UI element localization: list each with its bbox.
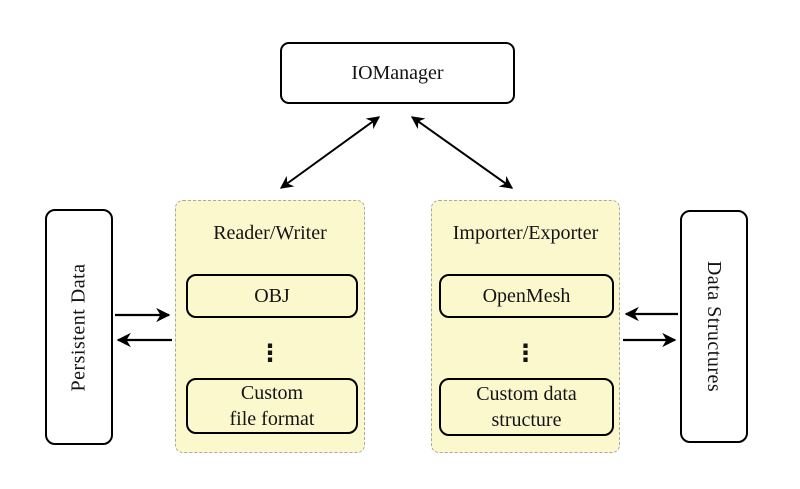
vertical-dots-icon: ⋮ bbox=[513, 339, 538, 367]
reader-writer-title: Reader/Writer bbox=[213, 222, 327, 244]
importer-exporter-title: Importer/Exporter bbox=[452, 222, 599, 244]
arrow-iomanager-importerexporter bbox=[410, 116, 514, 189]
custom-file-format-node: Custom file format bbox=[186, 378, 358, 434]
data-structures-label: Data Structures bbox=[703, 260, 726, 393]
persistent-data-label: Persistent Data bbox=[67, 262, 90, 392]
obj-node: OBJ bbox=[186, 274, 358, 318]
importer-exporter-group: Importer/Exporter OpenMesh ⋮ Custom data… bbox=[431, 200, 620, 453]
custom-data-structure-node: Custom data structure bbox=[439, 378, 614, 436]
iomanager-node: IOManager bbox=[280, 42, 515, 104]
persistent-data-node: Persistent Data bbox=[45, 209, 113, 445]
arrow-iomanager-readerwriter bbox=[279, 116, 381, 189]
openmesh-node: OpenMesh bbox=[439, 274, 614, 318]
iomanager-label: IOManager bbox=[351, 61, 444, 84]
data-structures-node: Data Structures bbox=[680, 210, 748, 443]
vertical-dots-icon: ⋮ bbox=[258, 339, 282, 367]
reader-writer-group: Reader/Writer OBJ ⋮ Custom file format bbox=[175, 200, 365, 453]
